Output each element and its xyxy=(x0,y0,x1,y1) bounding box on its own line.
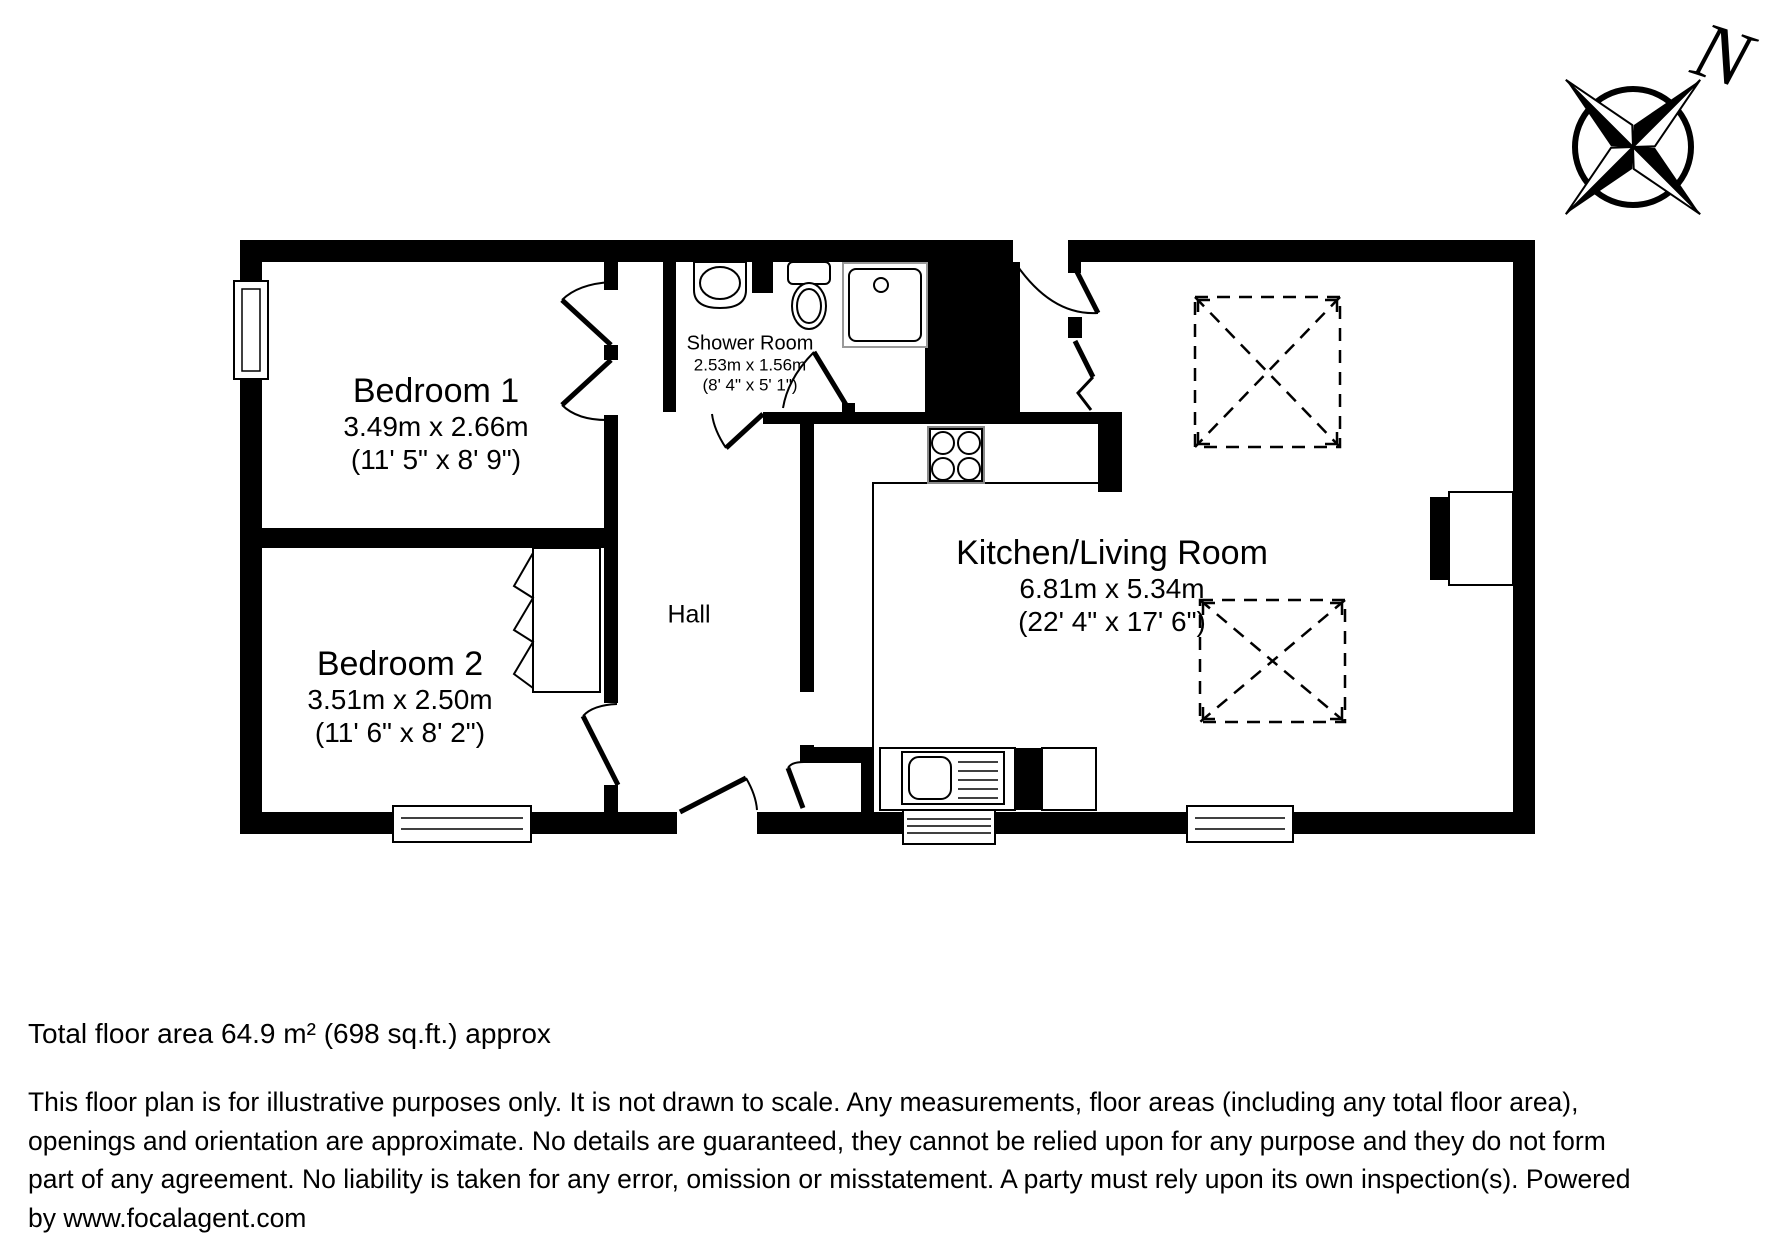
room-dim-imperial: (11' 5" x 8' 9") xyxy=(350,443,522,475)
room-dim-metric: 3.51m x 2.50m xyxy=(307,684,493,716)
kitchen-counter xyxy=(872,482,1098,747)
window-icon-bedroom2 xyxy=(392,805,532,843)
room-label-kitchen-living: Kitchen/Living Room 6.81m x 5.34m (22' 4… xyxy=(956,534,1268,638)
disclaimer-line: openings and orientation are approximate… xyxy=(28,1125,1606,1156)
room-dim-imperial: (22' 4" x 17' 6") xyxy=(1018,605,1206,637)
room-dim-metric: 2.53m x 1.56m xyxy=(693,355,807,375)
door-closet xyxy=(1015,263,1101,411)
window-icon-kitchen-sink xyxy=(902,809,996,845)
wash-basin-icon xyxy=(693,261,747,310)
room-label-bedroom1: Bedroom 1 3.49m x 2.66m (11' 5" x 8' 9") xyxy=(343,372,528,476)
room-name: Hall xyxy=(667,600,711,629)
disclaimer-line: part of any agreement. No liability is t… xyxy=(28,1164,1631,1194)
basin-stub xyxy=(752,262,773,293)
compass-icon xyxy=(1564,78,1702,216)
skylight-icon-upper xyxy=(1193,295,1342,449)
door-bedroom2 xyxy=(580,703,621,787)
window-icon-left xyxy=(233,280,269,380)
door-shower-room xyxy=(711,350,851,450)
skylight-arrows-lower xyxy=(1201,601,1344,721)
disclaimer-line: by www.focalagent.com xyxy=(28,1202,307,1233)
disclaimer-line: This floor plan is for illustrative purp… xyxy=(28,1087,1579,1117)
room-label-shower-room: Shower Room 2.53m x 1.56m (8' 4" x 5' 1"… xyxy=(687,333,814,396)
room-dim-metric: 3.49m x 2.66m xyxy=(343,411,529,443)
toilet-icon xyxy=(787,261,831,330)
wardrobe-icon xyxy=(512,547,601,693)
room-dim-imperial: (8' 4" x 5' 1") xyxy=(702,375,798,395)
disclaimer-text: This floor plan is for illustrative purp… xyxy=(28,1083,1631,1237)
room-label-bedroom2: Bedroom 2 3.51m x 2.50m (11' 6" x 8' 2") xyxy=(307,645,492,749)
chimney-recess xyxy=(1448,491,1514,586)
hob-icon xyxy=(927,426,985,484)
door-bedroom1 xyxy=(560,281,613,422)
kitchen-sink-icon xyxy=(879,747,1016,811)
room-name: Shower Room xyxy=(686,332,814,355)
room-dim-imperial: (11' 6" x 8' 2") xyxy=(314,716,486,748)
door-front xyxy=(678,775,758,815)
room-name: Kitchen/Living Room xyxy=(956,533,1268,572)
room-name: Bedroom 2 xyxy=(316,644,484,683)
total-floor-area-text: Total floor area 64.9 m² (698 sq.ft.) ap… xyxy=(28,1018,551,1049)
appliance-space xyxy=(1041,747,1097,811)
shower-tray-icon xyxy=(842,262,928,348)
skylight-arrows-upper xyxy=(1196,298,1339,446)
skylight-icon-lower xyxy=(1198,598,1347,724)
room-label-hall: Hall xyxy=(667,601,710,630)
room-name: Bedroom 1 xyxy=(352,371,520,410)
window-icon-kitchen xyxy=(1186,805,1294,843)
door-kitchen xyxy=(785,761,806,809)
room-dim-metric: 6.81m x 5.34m xyxy=(1019,573,1205,605)
door-swings xyxy=(560,263,1101,815)
